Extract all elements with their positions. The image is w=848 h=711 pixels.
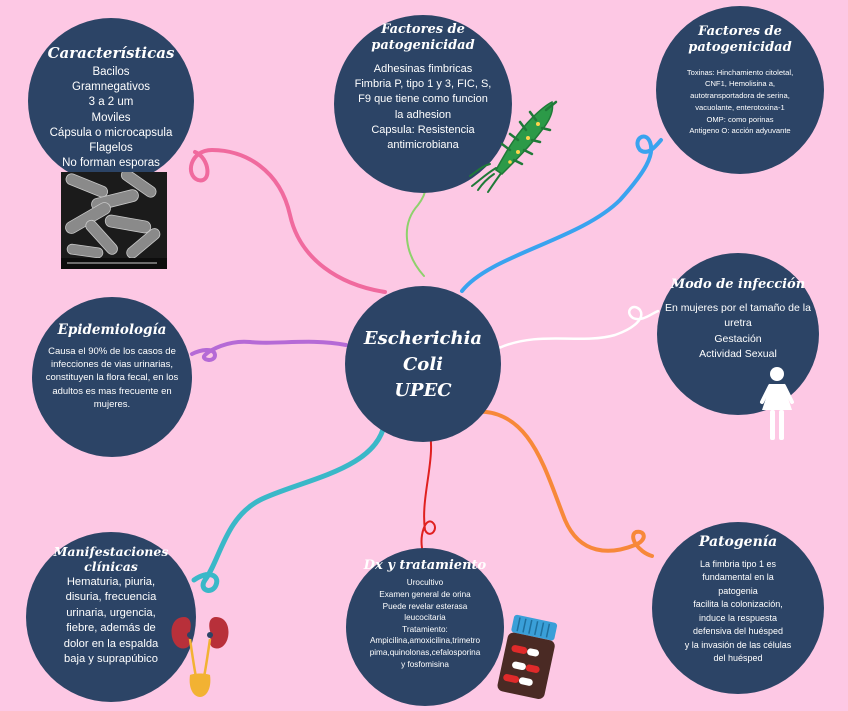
manifestaciones-line: Hematuria, piuria, [66,576,156,588]
dx-line: leucocitaria [404,613,446,623]
epidemiologia-title: Epidemiología [57,322,167,338]
dx-line: Ampicilina,amoxicilina,trimetro [369,636,481,646]
pill-bottle-icon [497,614,558,700]
center-node: Escherichia Coli UPEC [345,286,501,442]
dx-line: pima,quinolonas,cefalosporina [369,648,481,658]
dx-line: Examen general de orina [379,589,471,599]
epidemiologia-line: adultos es mas frecuente en [52,385,172,397]
patogenia-line: y la invasión de las células [684,639,792,650]
connector-caracteristicas [188,147,387,294]
factores-1-title-line: patogenicidad [371,38,475,54]
patogenia-line: fundamental en la [702,572,774,582]
patogenia-title: Patogenía [698,534,778,550]
caracteristicas-line: Moviles [91,111,131,124]
modo-line: Actividad Sexual [699,347,777,360]
caracteristicas-line: Flagelos [89,142,133,155]
epidemiologia-line: Causa el 90% de los casos de [48,345,176,357]
factores-1-line: Adhesinas fimbricas [373,62,473,75]
factores-2-line: OMP: como porinas [706,114,774,124]
kidneys-icon [171,617,229,697]
manifestaciones-title-line: Manifestaciones [53,544,169,559]
caracteristicas-body: Bacilos Gramnegativos 3 a 2 um Moviles C… [50,65,173,172]
factores-1-line: Capsula: Resistencia [371,124,475,137]
dx-title: Dx y tratamiento [363,558,487,573]
factores-2-title: Factores de patogenicidad [688,24,791,57]
node-factores-patogenicidad-1: Factores de patogenicidad Adhesinas fimb… [334,15,512,193]
factores-2-body: Toxinas: Hinchamiento citoletal, CNF1, H… [687,67,793,138]
modo-line: uretra [724,317,752,330]
patogenia-line: facilita la colonización, [693,599,783,609]
modo-line: Gestación [714,332,762,345]
epidemiologia-body: Causa el 90% de los casos de infecciones… [46,345,179,411]
factores-2-title-line: patogenicidad [688,40,792,56]
connector-factores-2 [460,134,663,293]
factores-2-line: CNF1, Hemolisina a, [704,79,776,89]
patogenia-line: del huésped [713,653,763,663]
connector-epidemiologia [190,339,348,362]
dx-body: Urocultivo Examen general de orina Puede… [370,577,481,670]
manifestaciones-line: disuria, frecuencia [65,591,157,604]
manifestaciones-body: Hematuria, piuria, disuria, frecuencia u… [64,575,159,668]
modo-body: En mujeres por el tamaño de la uretra Ge… [665,301,811,362]
center-title-line-1: Escherichia [363,327,483,349]
manifestaciones-line: dolor en la espalda [63,637,159,650]
manifestaciones-title-line: clínicas [84,559,138,574]
manifestaciones-line: fiebre, además de [66,622,156,635]
bacteria-micrograph [61,172,167,269]
dx-line: Puede revelar esterasa [382,601,468,611]
dx-line: y fosfomisina [401,659,449,669]
caracteristicas-line: Cápsula o microcapsula [49,126,173,139]
connector-modo [497,305,660,350]
patogenia-line: induce la respuesta [698,612,778,623]
dx-line: Urocultivo [406,578,444,588]
node-modo-infeccion: Modo de infección En mujeres por el tama… [657,253,819,415]
epidemiologia-line: mujeres. [93,399,131,411]
caracteristicas-line: 3 a 2 um [88,96,134,109]
factores-2-line: Antigeno O: acción adyuvante [689,126,791,136]
node-manifestaciones-clinicas: Manifestaciones clínicas Hematuria, piur… [26,532,196,702]
manifestaciones-line: baja y suprapúbico [64,653,158,666]
factores-2-line: Toxinas: Hinchamiento citoletal, [686,67,794,77]
node-factores-patogenicidad-2: Factores de patogenicidad Toxinas: Hinch… [656,6,824,174]
factores-1-line: antimicrobiana [387,139,459,152]
connector-dx [420,424,436,549]
factores-1-title-line: Factores de [381,22,465,37]
node-epidemiologia: Epidemiología Causa el 90% de los casos … [32,297,192,457]
epidemiologia-line: constituyen la flora fecal, en los [45,372,179,384]
caracteristicas-title: Características [47,44,175,62]
caracteristicas-line: No forman esporas [62,157,160,170]
patogenia-line: La fimbria tipo 1 es [699,558,777,569]
factores-2-line: autotransportadora de serina, [690,91,790,101]
dx-line: Tratamiento: [402,624,448,634]
patogenia-line: patogenia [718,585,758,596]
modo-title: Modo de infección [670,277,806,292]
center-title-line-3: UPEC [394,380,452,402]
factores-2-line: vacuolante, enterotoxina-1 [695,102,785,112]
patogenia-body: La fimbria tipo 1 es fundamental en la p… [685,558,792,666]
factores-1-line: F9 que tiene como funcion [358,93,488,106]
factores-1-line: la adhesion [394,108,452,121]
node-dx-tratamiento: Dx y tratamiento Urocultivo Examen gener… [346,548,504,706]
factores-1-body: Adhesinas fimbricas Fimbria P, tipo 1 y … [355,62,492,154]
caracteristicas-line: Gramnegativos [72,81,150,94]
manifestaciones-title: Manifestaciones clínicas [54,544,169,574]
node-patogenia: Patogenía La fimbria tipo 1 es fundament… [652,522,824,694]
factores-1-line: Fimbria P, tipo 1 y 3, FIC, S, [354,77,492,90]
modo-line: En mujeres por el tamaño de la [665,302,811,315]
factores-1-title: Factores de patogenicidad [371,22,474,55]
epidemiologia-line: infecciones de vias urinarias, [51,359,173,371]
center-title-line-2: Coli [402,353,443,375]
node-caracteristicas: Características Bacilos Gramnegativos 3 … [28,18,194,184]
patogenia-line: defensiva del huésped [692,626,784,636]
factores-2-title-line: Factores de [698,24,782,39]
caracteristicas-line: Bacilos [92,65,130,78]
manifestaciones-line: urinaria, urgencia, [66,606,156,619]
connector-patogenia [468,409,654,558]
bacterium-icon [469,100,558,193]
woman-icon [760,367,794,440]
connector-manifestaciones [191,417,388,593]
